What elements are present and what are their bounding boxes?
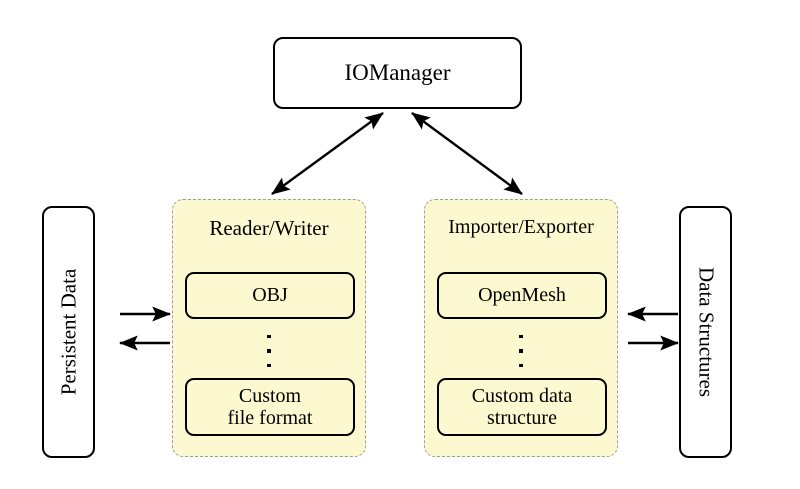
item-openmesh: OpenMesh — [437, 272, 607, 319]
ellipsis-reader-writer — [173, 332, 365, 370]
node-data-structures: Data Structures — [679, 206, 732, 458]
ellipsis-dot — [267, 363, 271, 367]
node-iomanager-label: IOManager — [344, 60, 451, 85]
ellipsis-dot — [519, 349, 523, 353]
node-data-structures-label: Data Structures — [694, 266, 718, 398]
ellipsis-dot — [519, 363, 523, 367]
node-persistent-data: Persistent Data — [42, 206, 95, 458]
ellipsis-dot — [519, 335, 523, 339]
node-iomanager: IOManager — [273, 37, 522, 109]
ellipsis-dot — [267, 335, 271, 339]
item-obj-label: OBJ — [252, 284, 288, 307]
item-openmesh-label: OpenMesh — [478, 284, 566, 307]
item-obj: OBJ — [185, 272, 355, 319]
panel-reader-writer-title: Reader/Writer — [209, 216, 329, 240]
node-persistent-data-label: Persistent Data — [56, 268, 80, 396]
arrow-iomanager-importer-exporter — [411, 112, 523, 195]
ellipsis-dot — [267, 349, 271, 353]
ellipsis-importer-exporter — [425, 332, 617, 370]
arrow-iomanager-reader-writer — [271, 112, 384, 195]
panel-importer-exporter-title: Importer/Exporter — [448, 216, 594, 238]
